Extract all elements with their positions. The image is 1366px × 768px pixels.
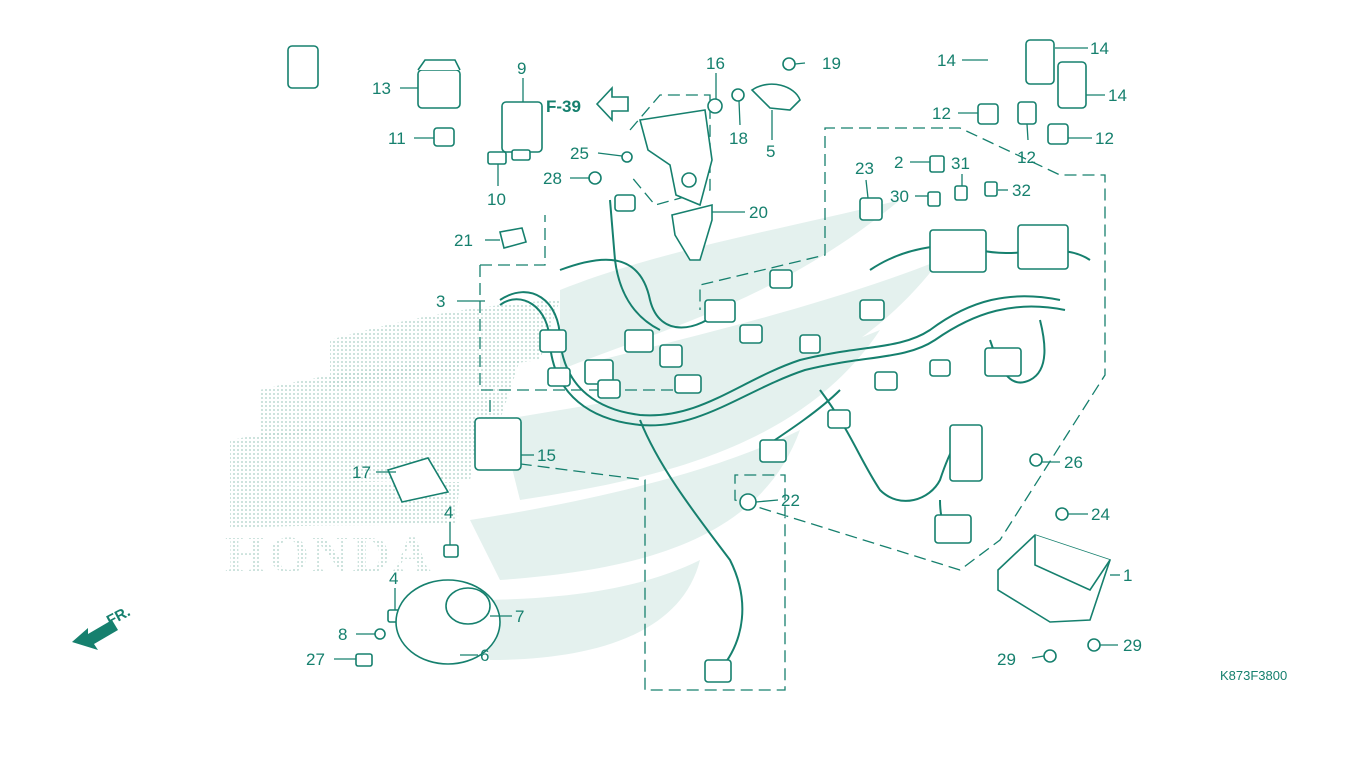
fuse-2 (929, 155, 945, 173)
diagram-code: K873F3800 (1220, 668, 1287, 683)
callout-6: 6 (480, 646, 489, 665)
callout-4b: 4 (389, 569, 398, 588)
callout-9: 9 (517, 59, 526, 78)
relay-23 (859, 197, 883, 221)
honda-logo-text: HONDA (225, 527, 434, 584)
bolt-29a (1043, 649, 1057, 663)
parts (287, 39, 1112, 667)
callout-32: 32 (1012, 181, 1031, 200)
callout-16: 16 (706, 54, 725, 73)
ecu-1 (997, 534, 1112, 623)
bolt-25 (621, 151, 633, 163)
relay-12a (977, 103, 999, 125)
grommet-16 (707, 98, 723, 114)
callout-19: 19 (822, 54, 841, 73)
callout-29b: 29 (1123, 636, 1142, 655)
callout-24: 24 (1091, 505, 1110, 524)
callout-8: 8 (338, 625, 347, 644)
callout-28: 28 (543, 169, 562, 188)
relays-14 (287, 39, 1087, 109)
nut-19 (782, 57, 796, 71)
callout-12b: 12 (1017, 148, 1036, 167)
callout-14c: 14 (1108, 86, 1127, 105)
nut-4a (443, 544, 459, 558)
callout-3: 3 (436, 292, 445, 311)
bolt-26 (1029, 453, 1043, 467)
callout-4a: 4 (444, 503, 453, 522)
assembly-outlines (479, 94, 1106, 691)
relay-12c (1047, 123, 1069, 145)
harness-connectors (539, 194, 1069, 683)
stay-bracket (638, 109, 713, 207)
clip-21 (499, 227, 527, 249)
reference-label: F-39 (546, 97, 581, 116)
horn-6 (395, 579, 501, 665)
bracket-17 (386, 457, 450, 503)
bolt-28 (588, 171, 602, 185)
leader-lines (334, 47, 1120, 660)
callout-23: 23 (855, 159, 874, 178)
callout-1: 1 (1123, 566, 1132, 585)
clamp-22 (739, 493, 757, 511)
unit-15 (474, 417, 522, 471)
callout-14b: 14 (1090, 39, 1109, 58)
callout-13: 13 (372, 79, 391, 98)
callout-18: 18 (729, 129, 748, 148)
grommet-24 (1055, 507, 1069, 521)
bolt-27 (355, 653, 373, 667)
callout-31: 31 (951, 154, 970, 173)
fuse-30 (927, 191, 941, 207)
reference-arrow-f39: F-39 (546, 85, 629, 123)
callout-17: 17 (352, 463, 371, 482)
bolt-29b (1087, 638, 1101, 652)
front-direction-arrow: FR. (72, 603, 133, 650)
callout-21: 21 (454, 231, 473, 250)
callout-22: 22 (781, 491, 800, 510)
relay-12b (1017, 101, 1037, 125)
relay-11 (433, 127, 455, 147)
callout-5: 5 (766, 142, 775, 161)
callout-26: 26 (1064, 453, 1083, 472)
fuse-10 (487, 151, 507, 165)
collar-18 (731, 88, 745, 102)
callout-20: 20 (749, 203, 768, 222)
callout-12a: 12 (932, 104, 951, 123)
callout-10: 10 (487, 190, 506, 209)
relay-9 (501, 101, 543, 161)
relay-13 (417, 59, 461, 109)
cover-5 (750, 83, 801, 111)
callout-15: 15 (537, 446, 556, 465)
callout-30: 30 (890, 187, 909, 206)
callout-25: 25 (570, 144, 589, 163)
callout-12c: 12 (1095, 129, 1114, 148)
bolt-8 (374, 628, 386, 640)
callout-7: 7 (515, 607, 524, 626)
callout-labels: 13 11 9 10 25 28 16 18 19 5 20 21 3 14 1… (306, 39, 1142, 669)
cover-20 (671, 203, 713, 261)
callout-27: 27 (306, 650, 325, 669)
fuse-31 (954, 185, 968, 201)
callout-29a: 29 (997, 650, 1016, 669)
callout-2: 2 (894, 153, 903, 172)
fuse-32 (984, 181, 998, 197)
callout-11: 11 (388, 129, 406, 148)
honda-wing-watermark: HONDA (225, 200, 940, 660)
callout-14a: 14 (937, 51, 956, 70)
